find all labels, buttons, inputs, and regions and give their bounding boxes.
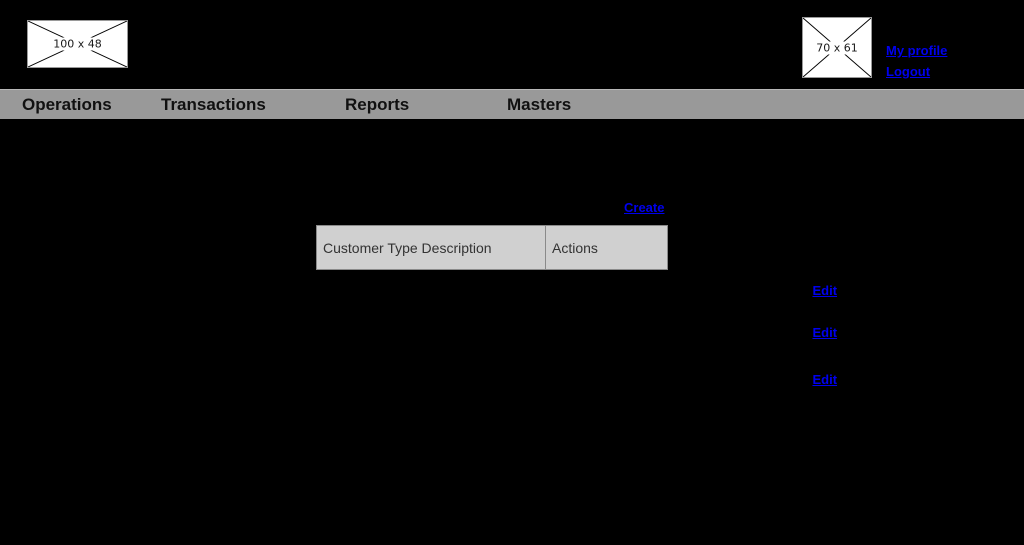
- nav-item-masters[interactable]: Masters: [507, 95, 572, 114]
- nav-item-transactions[interactable]: Transactions: [161, 95, 266, 114]
- account-links: My profile Logout: [886, 40, 1016, 82]
- avatar-placeholder-label: 70 x 61: [813, 41, 861, 54]
- table-row: Edit: [317, 270, 838, 312]
- cell-customer-type-description: [317, 354, 546, 405]
- column-header-customer-type-description: Customer Type Description: [316, 225, 546, 270]
- page-header: 100 x 48 70 x 61 My profile Logout: [0, 0, 1024, 89]
- nav-item-operations[interactable]: Operations: [22, 95, 112, 114]
- cell-actions: Edit: [546, 270, 838, 312]
- table-row: Edit: [317, 312, 838, 354]
- logo-broken-image-icon: 100 x 48: [27, 20, 128, 68]
- table-body: Edit Edit Edit: [317, 270, 838, 405]
- cell-customer-type-description: [317, 270, 546, 312]
- create-link[interactable]: Create: [624, 200, 665, 215]
- nav-item-reports[interactable]: Reports: [345, 95, 410, 114]
- customer-type-table: Customer Type Description Actions Edit E…: [316, 225, 838, 405]
- logout-link[interactable]: Logout: [886, 64, 931, 79]
- table-header: Customer Type Description Actions: [316, 225, 668, 270]
- column-header-actions: Actions: [545, 225, 668, 270]
- edit-link[interactable]: Edit: [812, 371, 838, 387]
- table-row: Edit: [317, 354, 838, 405]
- main-content: Create Customer Type Description Actions…: [0, 119, 1024, 545]
- avatar-broken-image-icon: 70 x 61: [802, 17, 872, 78]
- main-navigation-bar: Operations Transactions Reports Masters: [0, 89, 1024, 119]
- cell-actions: Edit: [546, 354, 838, 405]
- edit-link[interactable]: Edit: [812, 283, 838, 299]
- my-profile-link[interactable]: My profile: [886, 43, 948, 58]
- cell-customer-type-description: [317, 312, 546, 354]
- edit-link[interactable]: Edit: [812, 325, 838, 340]
- table-header-row: Customer Type Description Actions: [316, 225, 668, 270]
- cell-actions: Edit: [546, 312, 838, 354]
- logo-placeholder-label: 100 x 48: [50, 37, 105, 51]
